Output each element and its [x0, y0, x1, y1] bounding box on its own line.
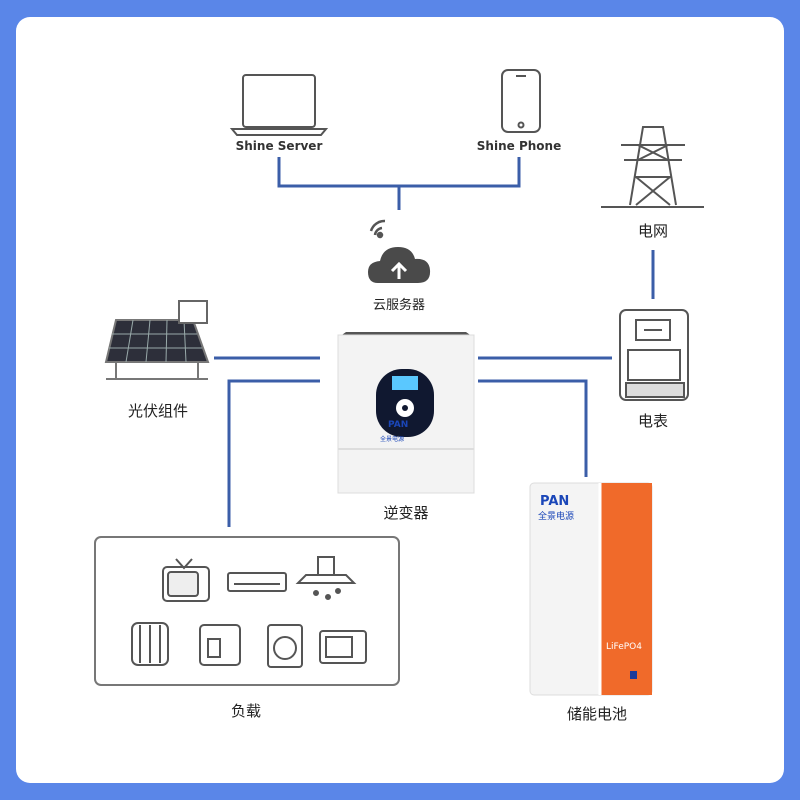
coffee-machine-icon [199, 624, 241, 666]
solar-panel-icon [104, 300, 210, 380]
meter-label: 电表 [637, 412, 669, 430]
cloud-server-label: 云服务器 [372, 298, 426, 313]
load-label: 负载 [230, 702, 262, 720]
solar-panel-label: 光伏组件 [127, 402, 189, 420]
electric-meter-icon [619, 309, 689, 401]
microwave-icon [319, 630, 367, 664]
shine-phone-label: Shine Phone [476, 139, 562, 153]
air-conditioner-icon [227, 572, 287, 592]
laptop-icon [229, 74, 329, 136]
transmission-tower-icon [601, 126, 704, 208]
cloud-upload-icon [368, 247, 431, 283]
load-link [227, 379, 320, 527]
phone-icon [501, 69, 541, 133]
inverter-brand-logo: PAN [388, 420, 408, 430]
server-phone-link [277, 157, 521, 188]
battery-label: 储能电池 [566, 705, 628, 723]
battery-type-label: LiFePO4 [606, 642, 642, 652]
washing-machine-icon [267, 624, 303, 668]
inverter-brand-sub: 全景电源 [380, 435, 404, 443]
battery-device [529, 482, 653, 696]
wifi-icon [369, 219, 386, 239]
inverter-label: 逆变器 [383, 504, 429, 522]
system-diagram: PAN 全景电源 [94, 69, 704, 696]
battery-link [478, 379, 588, 477]
grid-label: 电网 [637, 222, 669, 240]
diagram-card: PAN 全景电源 [16, 17, 784, 783]
tv-icon [162, 558, 210, 602]
battery-brand-sub: 全景电源 [538, 510, 574, 522]
oil-heater-icon [131, 622, 169, 666]
connector-lines [214, 157, 655, 527]
battery-brand-logo: PAN [540, 494, 569, 509]
range-hood-icon [295, 556, 357, 600]
shine-server-label: Shine Server [235, 139, 323, 153]
inverter-device [337, 332, 475, 494]
